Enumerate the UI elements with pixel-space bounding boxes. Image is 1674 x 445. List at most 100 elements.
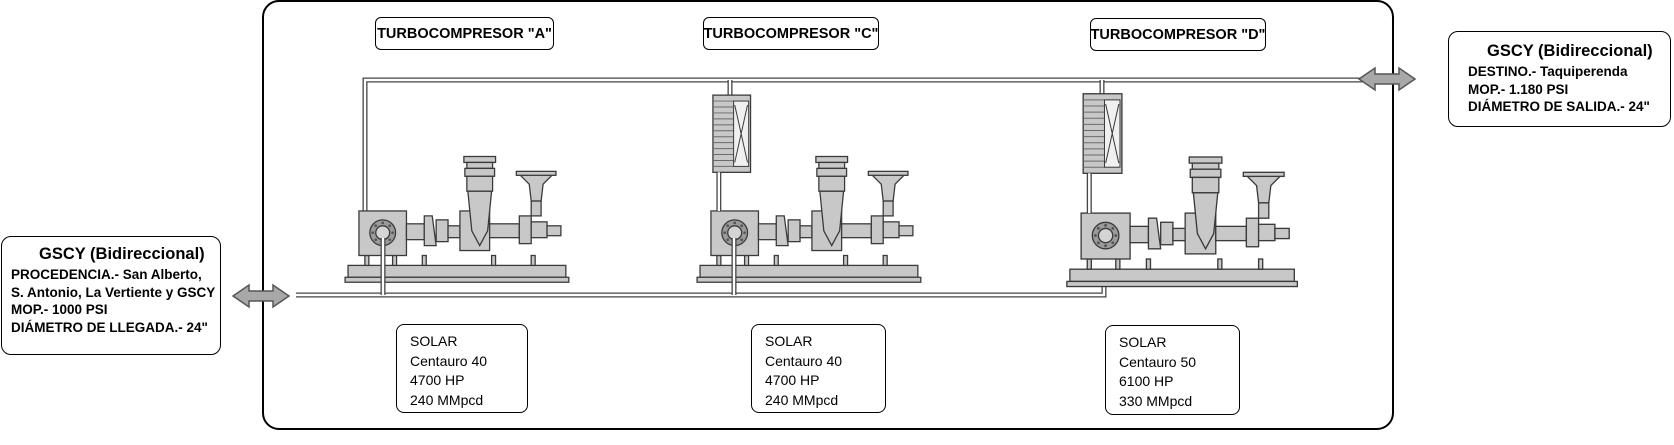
base-rail	[344, 276, 570, 283]
discharge-flange	[1245, 217, 1260, 248]
funnel-cap	[867, 170, 909, 176]
inlet-body	[466, 175, 494, 192]
turbine-hub	[727, 225, 743, 241]
inlet-title: GSCY (Bidireccional)	[39, 245, 205, 263]
support-leg	[421, 254, 427, 267]
support-leg	[842, 254, 849, 267]
outlet-title: GSCY (Bidireccional)	[1487, 42, 1653, 60]
flange-bolt	[723, 231, 727, 235]
flange-bolt	[388, 224, 392, 228]
support-leg	[1257, 258, 1264, 270]
cooler-fan-blade	[1105, 103, 1120, 164]
inlet-body	[818, 175, 846, 192]
support-leg	[490, 254, 497, 267]
spec-a-maker: SOLAR	[410, 333, 458, 349]
spec-a-capacity: 240 MMpcd	[410, 391, 484, 408]
inlet-ring	[1188, 156, 1223, 164]
discharge-pipe	[840, 223, 872, 239]
spec-c-model: Centauro 40	[765, 352, 843, 369]
compressor-a-title: TURBOCOMPRESOR "A"	[375, 17, 554, 50]
shaft-block	[1129, 225, 1150, 244]
compressor-d-title: TURBOCOMPRESOR "D"	[1090, 18, 1266, 51]
support-leg	[1115, 258, 1121, 270]
inlet-ring	[816, 167, 848, 177]
inlet-info-box: GSCY (Bidireccional) PROCEDENCIA.- San A…	[1, 236, 221, 355]
outlet-line-diameter: DIÁMETRO DE SALIDA.- 24"	[1468, 99, 1650, 114]
compressor-units	[344, 93, 1299, 295]
shaft-block	[757, 223, 777, 241]
flange-bolt	[1111, 241, 1115, 245]
inlet-body	[1191, 176, 1220, 194]
base-skid	[1069, 268, 1295, 283]
flange-bolt	[740, 224, 744, 228]
discharge-header	[362, 77, 1375, 222]
support-leg	[773, 254, 779, 267]
discharge-neck	[530, 200, 542, 217]
outlet-line-mop: MOP.- 1.180 PSI	[1468, 81, 1569, 97]
outlet-line-destination: DESTINO.- Taquiperenda	[1468, 64, 1628, 79]
inlet-ring	[463, 155, 497, 164]
compressor-c-title: TURBOCOMPRESOR "C"	[703, 17, 879, 50]
inlet-ring	[815, 155, 849, 164]
compressor-c-specs: SOLAR Centauro 40 4700 HP 240 MMpcd	[751, 324, 886, 413]
spec-d-power: 6100 HP	[1119, 373, 1174, 389]
coupling	[435, 219, 449, 243]
flow-arrows	[231, 66, 1417, 309]
inlet-line-origin-cont: S. Antonio, La Vertiente y GSCY	[11, 284, 216, 300]
support-leg	[530, 254, 536, 267]
discharge-nozzle	[1274, 227, 1290, 240]
cooler-fan-blade	[734, 104, 749, 163]
coupling-cone	[1147, 217, 1162, 250]
shaft-block	[405, 223, 425, 241]
compressor-a-specs: SOLAR Centauro 40 4700 HP 240 MMpcd	[396, 324, 528, 413]
discharge-neck	[1257, 202, 1270, 219]
inlet-line-diameter: DIÁMETRO DE LLEGADA.- 24"	[11, 319, 208, 335]
funnel-cap	[515, 170, 557, 176]
inlet-bidirectional-arrow	[231, 283, 291, 309]
coupling-cone	[423, 215, 437, 247]
shaft	[799, 225, 813, 239]
compressor-unit-c	[696, 94, 922, 283]
discharge-body	[882, 221, 900, 239]
coupling	[1160, 221, 1174, 246]
spec-d-model: Centauro 50	[1119, 353, 1197, 370]
outlet-bidirectional-arrow	[1357, 66, 1417, 92]
turbine-hub	[1097, 227, 1114, 244]
support-leg	[882, 254, 888, 267]
flange-bolt	[381, 221, 385, 225]
spec-c-capacity: 240 MMpcd	[765, 391, 839, 408]
support-leg	[716, 254, 722, 267]
cooler-unit	[1082, 93, 1123, 174]
flange-bolt	[733, 221, 737, 225]
support-leg	[1086, 258, 1092, 270]
flange-bolt	[726, 224, 730, 228]
discharge-flange	[518, 215, 532, 245]
coupling	[787, 219, 801, 243]
support-leg	[1217, 258, 1223, 270]
discharge-body	[1257, 223, 1276, 242]
flange-bolt	[726, 238, 730, 242]
discharge-nozzle	[546, 225, 562, 237]
spec-d-capacity: 330 MMpcd	[1119, 392, 1193, 409]
inlet-line-mop: MOP.- 1000 PSI	[11, 302, 108, 317]
support-leg	[364, 254, 370, 267]
flange-bolt	[1096, 241, 1100, 245]
flange-bolt	[1111, 226, 1115, 230]
base-rail	[1066, 280, 1299, 288]
flange-bolt	[1104, 244, 1108, 248]
discharge-flange	[870, 215, 884, 245]
base-rail	[696, 276, 922, 283]
funnel-cap	[1242, 171, 1285, 178]
flange-bolt	[1104, 223, 1108, 227]
flange-bolt	[374, 238, 378, 242]
turbine-hub	[375, 225, 391, 241]
flange-bolt	[371, 231, 375, 235]
flange-bolt	[388, 238, 392, 242]
spec-c-power: 4700 HP	[765, 372, 820, 388]
support-leg	[1145, 258, 1152, 270]
spec-d-maker: SOLAR	[1119, 334, 1167, 350]
flange-bolt	[1093, 234, 1097, 237]
spec-a-model: Centauro 40	[410, 352, 488, 369]
spec-c-maker: SOLAR	[765, 333, 813, 349]
